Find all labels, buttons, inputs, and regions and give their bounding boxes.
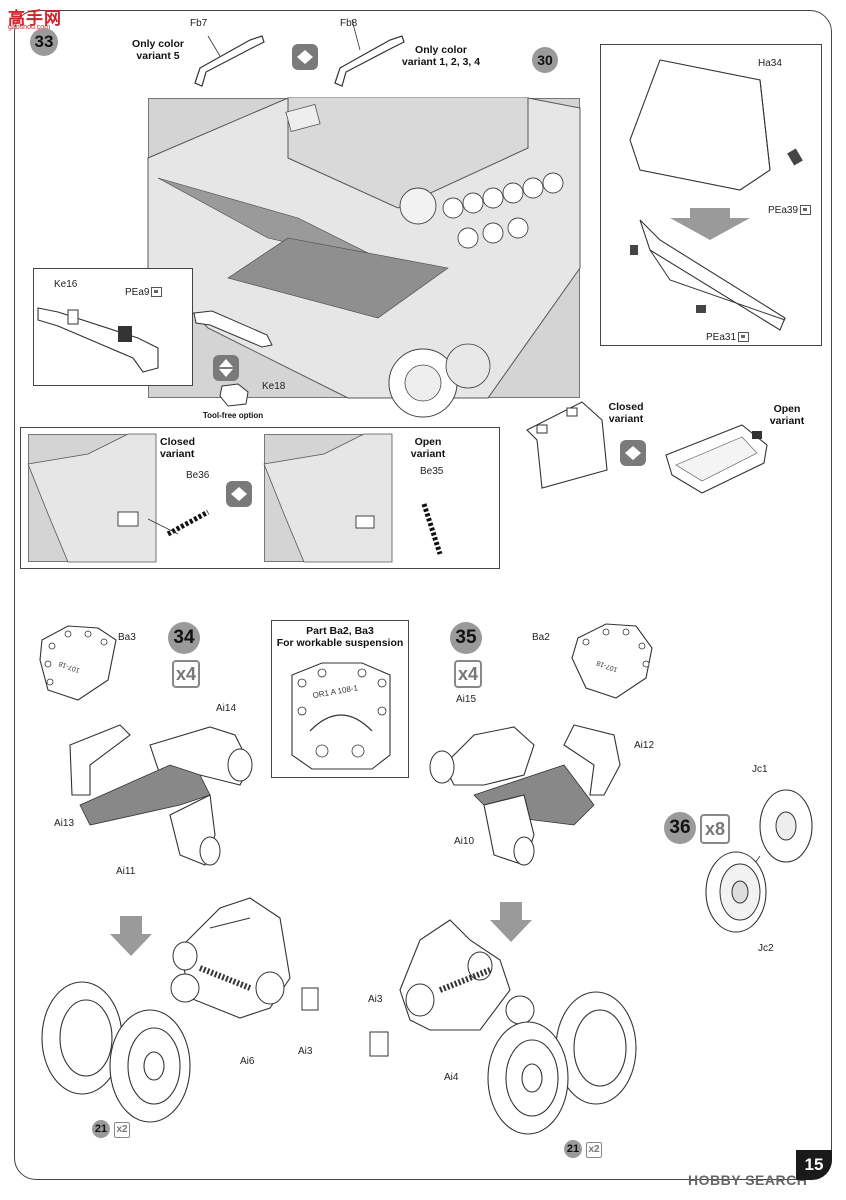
- part-label-ai14: Ai14: [216, 703, 237, 714]
- note-closed-variant-spring: Closed variant: [160, 436, 196, 460]
- note-fb8-variant: Only color variant 1, 2, 3, 4: [401, 44, 481, 68]
- part-label-ai10: Ai10: [454, 836, 475, 847]
- note-fb7-variant: Only color variant 5: [132, 38, 184, 62]
- hull-handle-illustration: [193, 310, 273, 348]
- part-label-ai4: Ai4: [444, 1072, 459, 1083]
- part-label-ai11: Ai11: [116, 866, 136, 877]
- handle-fb7-illustration: [194, 35, 265, 87]
- part-label-fb7: Fb7: [190, 18, 208, 29]
- suspension-34-exploded-illustration: [69, 724, 253, 866]
- ba2-bracket-illustration: 107-18: [571, 623, 653, 699]
- hobby-search-watermark: HOBBY SEARCH: [688, 1172, 808, 1188]
- part-label-pea9: PEa9: [125, 287, 163, 298]
- page-number: 15: [796, 1150, 832, 1180]
- brand-logo: 高手网: [8, 9, 62, 28]
- step-30-badge: 30: [532, 47, 558, 73]
- part-label-ai6: Ai6: [240, 1056, 255, 1067]
- hull-rear-illustration: [147, 97, 581, 418]
- part-label-ai15: Ai15: [456, 694, 477, 705]
- door-variant-swap-icon: [620, 440, 646, 466]
- part-label-ha34: Ha34: [758, 58, 782, 69]
- part-label-ai12: Ai12: [634, 740, 655, 751]
- part-label-ke16: Ke16: [54, 279, 78, 290]
- part-label-jc2: Jc2: [758, 943, 774, 954]
- step-21-badge-left: 21: [92, 1120, 110, 1138]
- roadwheel-36-illustration: [705, 789, 813, 933]
- part-label-ba2: Ba2: [532, 632, 550, 643]
- step-21-quantity-right: x2: [586, 1142, 602, 1158]
- step-34-quantity: x4: [172, 660, 200, 688]
- pe-part-icon: [800, 205, 812, 216]
- note-open-variant-spring: Open variant: [410, 436, 446, 460]
- note-closed-variant-door: Closed variant: [608, 401, 644, 425]
- part-label-ba3: Ba3: [118, 632, 136, 643]
- step-36-quantity: x8: [700, 814, 730, 844]
- left-bogie-assembly-illustration: [41, 897, 319, 1123]
- step-21-badge-right: 21: [564, 1140, 582, 1158]
- part-label-ai13: Ai13: [54, 818, 75, 829]
- open-door-illustration: [665, 424, 768, 494]
- closed-door-illustration: [526, 401, 608, 489]
- step-35-badge: 35: [450, 622, 482, 654]
- step-34-badge: 34: [168, 622, 200, 654]
- part-label-pea39: PEa39: [768, 205, 812, 216]
- spring-variant-swap-icon: [226, 481, 252, 507]
- ba3-bracket-illustration: 107-18: [39, 625, 117, 701]
- alternative-swap-icon: [292, 44, 318, 70]
- part-label-ke18: Ke18: [262, 381, 286, 392]
- suspension-35-exploded-illustration: [429, 724, 621, 866]
- step-21-quantity-left: x2: [114, 1122, 130, 1138]
- right-bogie-assembly-illustration: [369, 919, 637, 1135]
- step-33-badge: 33: [30, 28, 58, 56]
- open-spring-illustration: [263, 433, 443, 563]
- part-label-ai3-left: Ai3: [298, 1046, 313, 1057]
- workable-bracket-illustration: OR1 A 108-1: [291, 662, 391, 770]
- step-36-badge: 36: [664, 812, 696, 844]
- ke16-handle-illustration: [37, 307, 159, 373]
- note-open-variant-door: Open variant: [769, 403, 805, 427]
- pe-part-icon: [151, 287, 163, 298]
- part-label-be35: Be35: [420, 466, 444, 477]
- closed-spring-illustration: [27, 433, 210, 563]
- page-border: [14, 10, 832, 1180]
- step-35-quantity: x4: [454, 660, 482, 688]
- part-label-jc1: Jc1: [752, 764, 768, 775]
- ke18-clip-illustration: [219, 383, 249, 407]
- workable-suspension-title: Part Ba2, Ba3 For workable suspension: [276, 625, 404, 649]
- down-arrow-right: [490, 902, 532, 942]
- ha34-illustration: [629, 59, 803, 331]
- pe-part-icon: [738, 332, 750, 343]
- part-label-pea31: PEa31: [706, 332, 750, 343]
- part-label-ai3-right: Ai3: [368, 994, 383, 1005]
- part-label-be36: Be36: [186, 470, 210, 481]
- option-swap-icon: [213, 355, 239, 381]
- down-arrow-left: [110, 916, 152, 956]
- part-label-fb8: Fb8: [340, 18, 358, 29]
- brand-subtitle: gaoshou.com: [8, 24, 51, 31]
- handle-fb8-illustration: [334, 19, 405, 87]
- note-tool-free-option: Tool-free option: [202, 411, 264, 420]
